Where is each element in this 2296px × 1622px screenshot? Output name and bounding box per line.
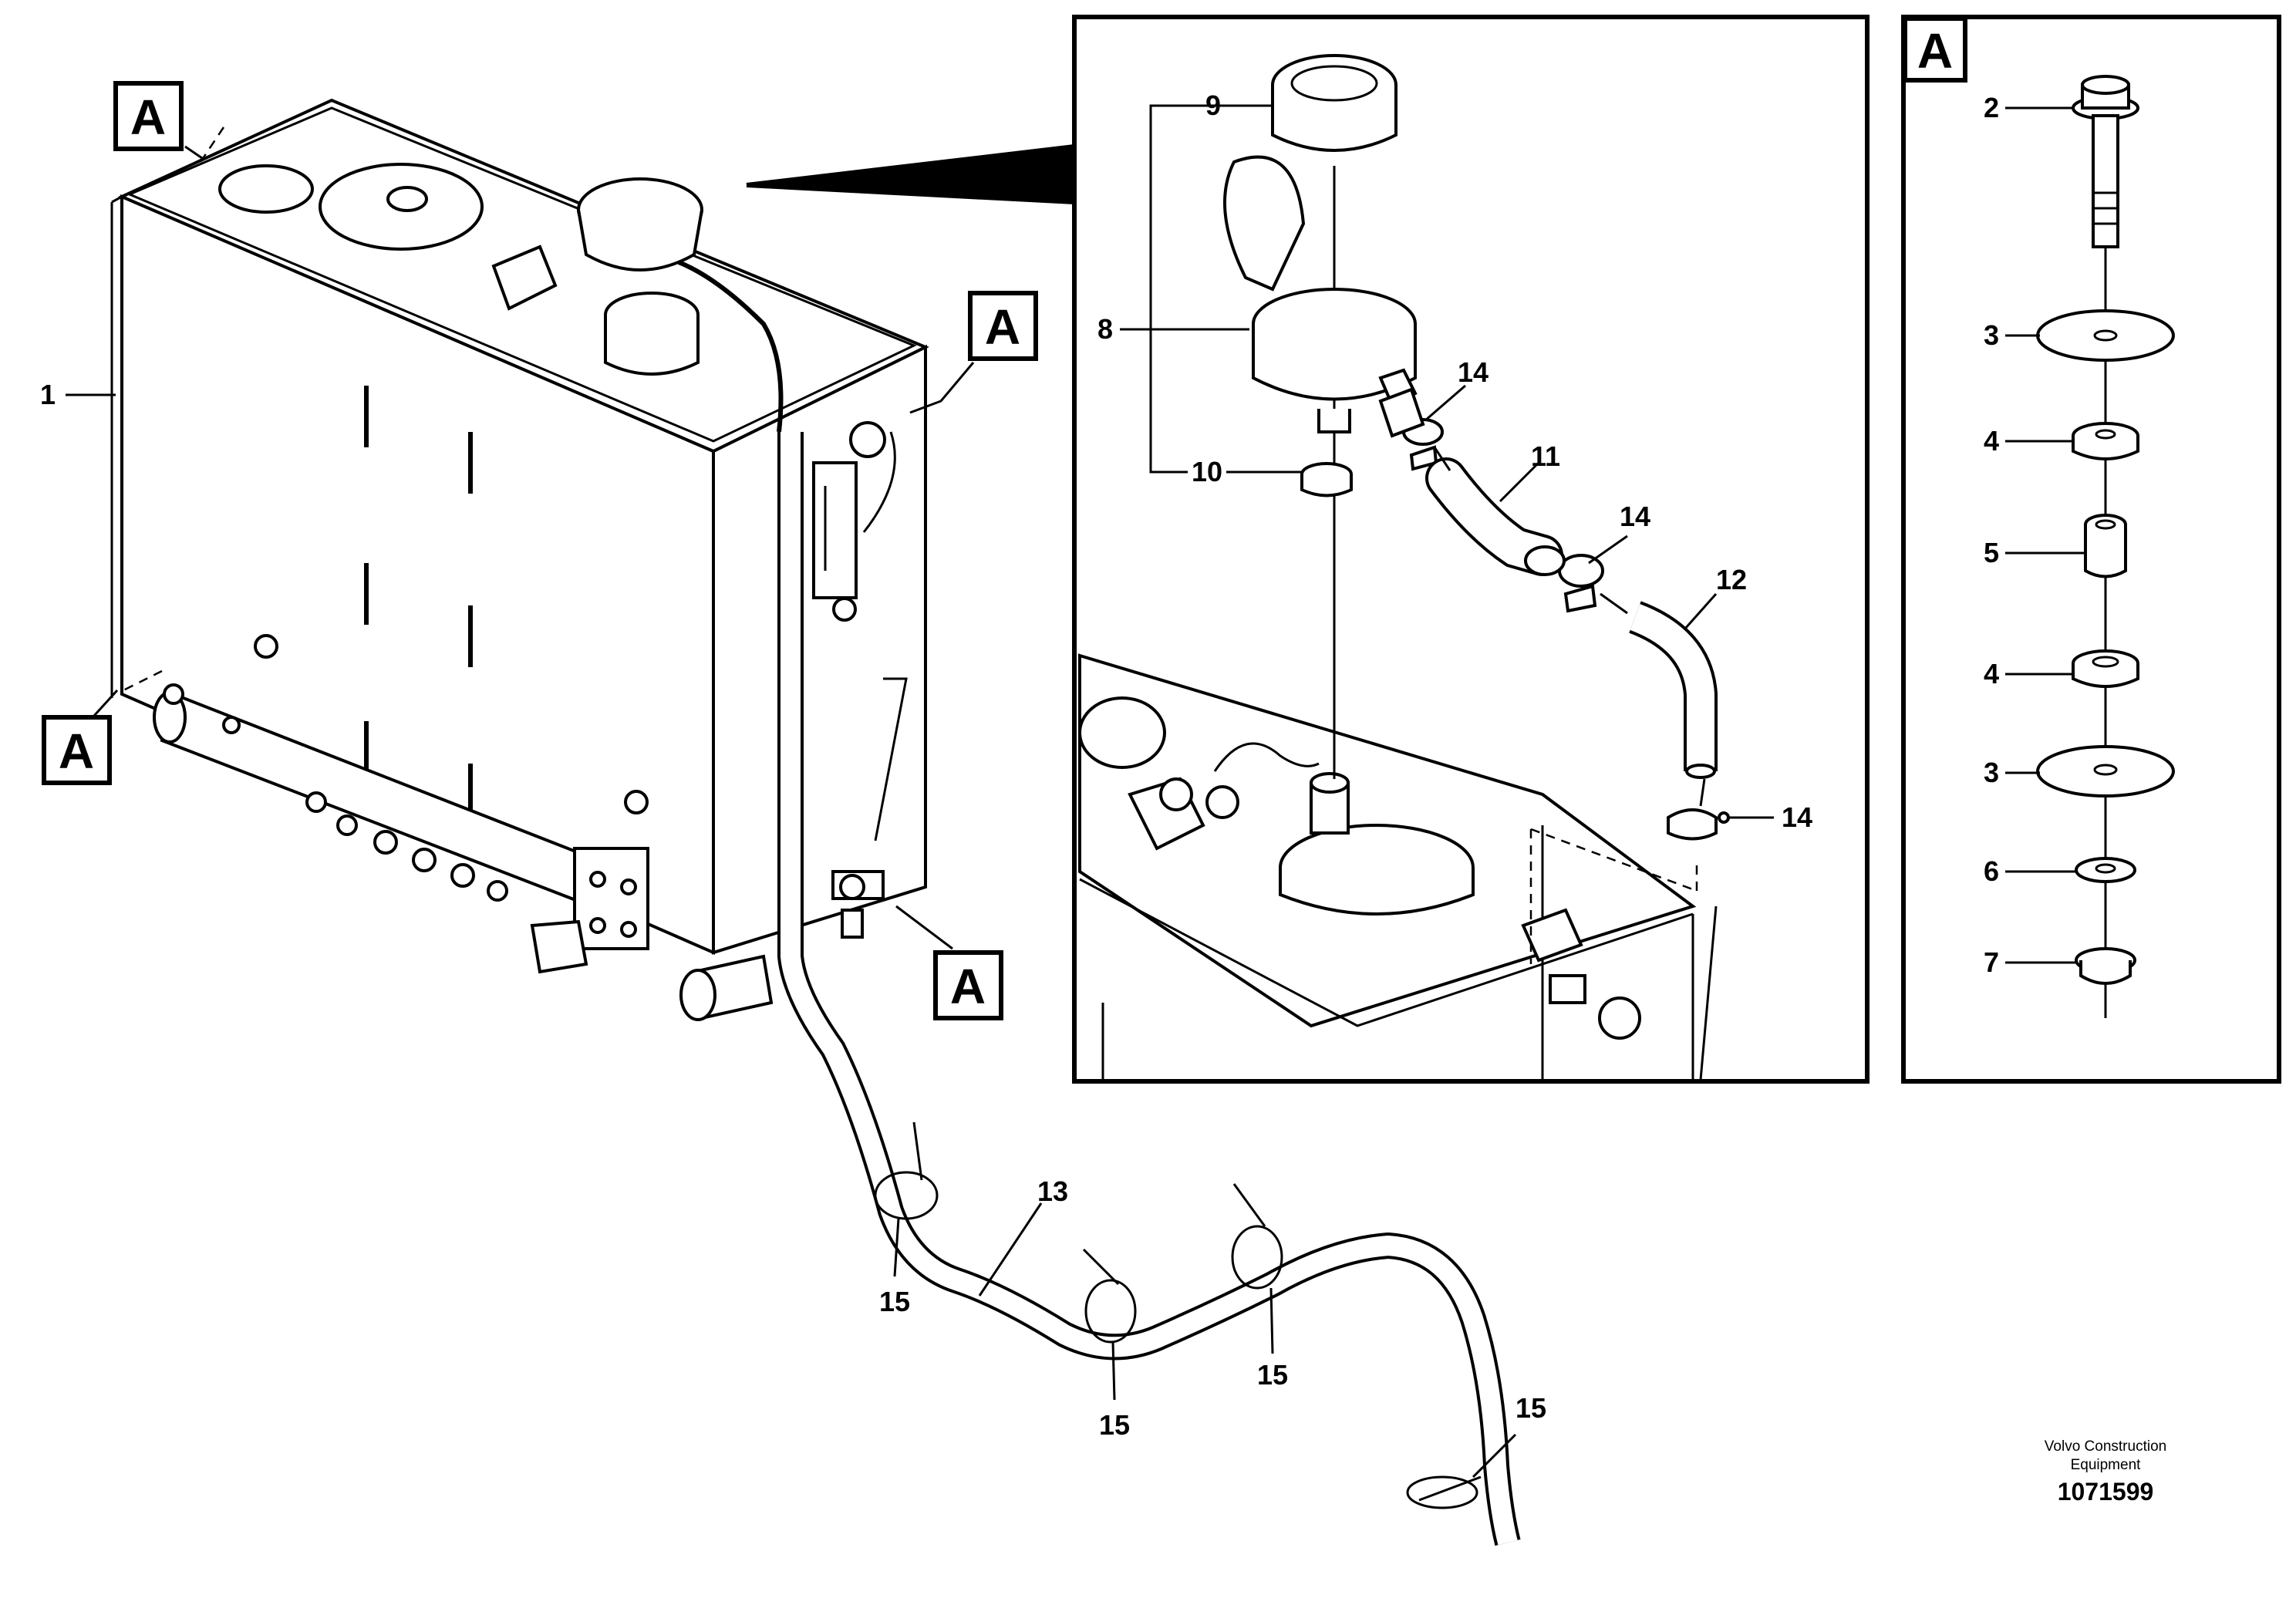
callout-15-fourth: 15 <box>1515 1392 1546 1424</box>
ref-marker-top-left: A <box>113 81 184 151</box>
callout-6: 6 <box>1984 855 1999 887</box>
callout-14-middle: 14 <box>1620 501 1650 532</box>
callout-4-lower: 4 <box>1984 658 1999 690</box>
callout-7: 7 <box>1984 946 1999 978</box>
hydraulic-tank <box>110 98 929 1021</box>
ref-marker-bottom: A <box>933 950 1003 1020</box>
callout-14-bottom: 14 <box>1782 801 1812 833</box>
panel-a-label: A <box>1903 16 1967 83</box>
document-number: 1071599 <box>2058 1478 2154 1506</box>
callout-15-second: 15 <box>1099 1409 1130 1441</box>
callout-10: 10 <box>1192 456 1222 487</box>
callout-9: 9 <box>1205 89 1221 121</box>
tank-slots <box>364 386 473 825</box>
callout-2: 2 <box>1984 92 1999 123</box>
svg-text:A: A <box>59 723 94 779</box>
callout-15-first: 15 <box>879 1286 910 1317</box>
detail-panel-breather <box>746 15 1870 1084</box>
detail-reference-markers: A A A A A <box>42 16 1967 1020</box>
callout-14-top: 14 <box>1458 356 1489 388</box>
callout-15-third: 15 <box>1257 1359 1288 1391</box>
svg-text:A: A <box>1917 23 1953 79</box>
svg-text:A: A <box>985 299 1020 355</box>
callout-4-upper: 4 <box>1984 425 1999 457</box>
svg-text:A: A <box>130 89 166 145</box>
ref-marker-left: A <box>42 715 112 785</box>
callout-8: 8 <box>1097 313 1113 345</box>
return-filter-tube <box>153 691 649 974</box>
company-name-line2: Equipment <box>2071 1457 2142 1473</box>
callout-13: 13 <box>1037 1175 1068 1207</box>
callout-12: 12 <box>1716 564 1747 595</box>
leader-lines <box>66 104 2085 1479</box>
company-name-line1: Volvo Construction <box>2045 1438 2166 1455</box>
svg-text:A: A <box>950 959 986 1014</box>
footer-credit: Volvo Construction Equipment 1071599 <box>2045 1438 2166 1506</box>
filler-pipe <box>777 432 1521 1546</box>
callout-11: 11 <box>1531 440 1560 472</box>
callout-1: 1 <box>40 379 56 410</box>
callout-5: 5 <box>1984 537 1999 568</box>
callout-labels: 1 2 3 4 5 4 3 6 7 8 9 10 11 12 13 14 14 … <box>40 89 1999 1441</box>
detail-panel-a-mounting <box>1901 15 2281 1084</box>
ref-marker-top-right: A <box>968 291 1038 361</box>
callout-3-upper: 3 <box>1984 319 1999 351</box>
callout-3-lower: 3 <box>1984 757 1999 788</box>
bolt-2 <box>2072 75 2139 248</box>
